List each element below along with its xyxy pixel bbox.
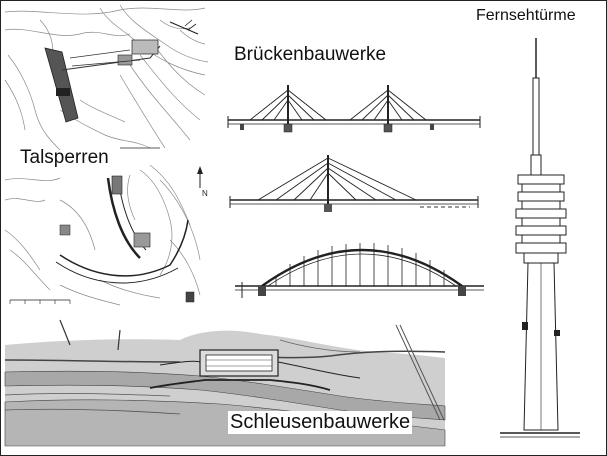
bridge-cable-stayed-single [229,155,479,212]
label-brueckenbauwerke: Brückenbauwerke [234,44,387,65]
north-arrow-label: N [202,189,208,198]
label-fernsehtuerme: Fernsehtürme [476,7,576,24]
bridge-arch [235,243,484,298]
north-arrow [197,166,203,188]
dam-wall-middle [9,175,195,304]
dam-wall-top [44,19,199,149]
label-schleusenbauwerke: Schleusenbauwerke [228,411,413,434]
dam-site-plan-top [4,4,209,151]
tv-tower [500,38,580,438]
dam-site-plan-middle [4,164,201,306]
label-talsperren: Talsperren [20,147,109,168]
bridge-cable-stayed-twin [227,85,481,133]
